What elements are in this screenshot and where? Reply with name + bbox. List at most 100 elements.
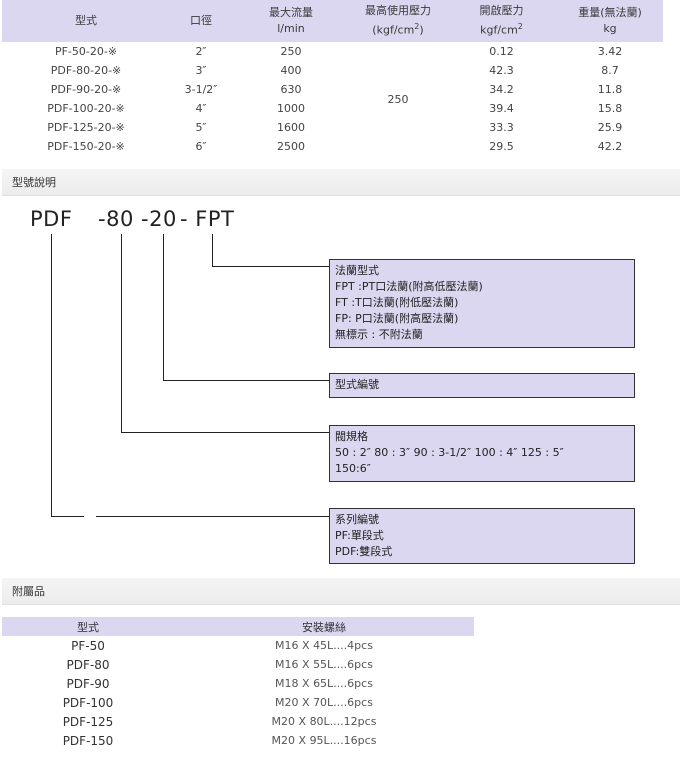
header-pressure: 最高使用壓力 (kgf/cm2) — [350, 0, 446, 42]
cell-port: 4″ — [195, 102, 207, 115]
connector-type-v — [163, 234, 164, 381]
series-title: 系列編號 — [335, 513, 379, 526]
header-open-line1: 開啟壓力 — [479, 4, 524, 18]
series-number-box: 系列編號 PF:單段式 PDF:雙段式 — [329, 508, 635, 564]
cell-model: PDF-100-20-※ — [47, 102, 125, 115]
cell-flow: 630 — [280, 83, 302, 96]
cell-flow: 400 — [280, 64, 302, 77]
acc-cell-bolts: M16 X 55L....6pcs — [275, 658, 373, 671]
spec-row: PDF-80-20-※ 3″ 400 42.3 8.7 — [2, 61, 663, 80]
flange-none: 無標示 : 不附法蘭 — [335, 328, 423, 341]
accessory-row: PDF-150 M20 X 95L....16pcs — [2, 731, 474, 750]
acc-header-bolts: 安裝螺絲 — [302, 620, 346, 634]
connector-type-h — [163, 380, 329, 381]
header-flow: 最大流量 l/min — [232, 0, 350, 42]
cell-model: PF-50-20-※ — [54, 45, 118, 58]
cell-weight: 3.42 — [597, 45, 623, 58]
code-type: -20 — [141, 207, 177, 231]
cell-port: 6″ — [195, 140, 207, 153]
type-number-box: 型式編號 — [329, 373, 635, 398]
header-open: 開啟壓力 kgf/cm2 — [446, 0, 557, 42]
acc-header-model: 型式 — [77, 620, 99, 634]
acc-cell-bolts: M16 X 45L....4pcs — [275, 639, 373, 652]
cell-pressure — [350, 118, 446, 137]
cell-weight: 11.8 — [597, 83, 623, 96]
flange-type-box: 法蘭型式 FPT :PT口法蘭(附高低壓法蘭) FT :T口法蘭(附低壓法蘭) … — [329, 259, 635, 348]
acc-cell-bolts: M18 X 65L....6pcs — [275, 677, 373, 690]
cell-model: PDF-125-20-※ — [47, 121, 125, 134]
cell-open: 34.2 — [489, 83, 514, 96]
max-pressure-cell: 250 — [387, 92, 409, 106]
cell-pressure — [350, 42, 446, 61]
spec-table-header: 型式 口徑 最大流量 l/min 最高使用壓力 (kgf/cm2) 開啟壓力 k… — [2, 0, 663, 42]
accessory-row: PDF-100 M20 X 70L....6pcs — [2, 693, 474, 712]
cell-port: 2″ — [195, 45, 207, 58]
header-open-line2: kgf/cm2 — [480, 22, 523, 37]
cell-model: PDF-80-20-※ — [50, 64, 122, 77]
series-pf: PF:單段式 — [335, 529, 384, 542]
acc-cell-bolts: M20 X 80L....12pcs — [271, 715, 377, 728]
spec-row: PDF-125-20-※ 5″ 1600 33.3 25.9 — [2, 118, 663, 137]
cell-weight: 15.8 — [597, 102, 623, 115]
code-series: PDF — [30, 207, 73, 231]
header-pressure-line2: (kgf/cm2) — [372, 22, 424, 37]
cell-flow: 1600 — [277, 121, 305, 134]
cell-flow: 1000 — [277, 102, 305, 115]
cell-weight: 25.9 — [597, 121, 623, 134]
model-section-bar: 型號說明 — [2, 169, 680, 196]
acc-cell-model: PDF-90 — [66, 676, 110, 691]
size-list-2: 150:6″ — [335, 462, 371, 475]
cell-weight: 8.7 — [601, 64, 619, 77]
cell-open: 39.4 — [489, 102, 514, 115]
flange-fp: FP: P口法蘭(附高壓法蘭) — [335, 312, 459, 325]
accessory-section-bar: 附屬品 — [2, 578, 680, 605]
cell-pressure — [350, 61, 446, 80]
cell-open: 0.12 — [489, 45, 514, 58]
spec-row: PDF-100-20-※ 4″ 1000 39.4 15.8 — [2, 99, 663, 118]
connector-series-h2 — [96, 516, 329, 517]
code-flange: - FPT — [180, 207, 235, 231]
size-title: 閥規格 — [335, 430, 368, 443]
acc-cell-model: PDF-150 — [62, 733, 114, 748]
size-list: 50 : 2″ 80 : 3″ 90 : 3-1/2″ 100 : 4″ 125… — [335, 446, 564, 459]
connector-flange-v — [212, 234, 213, 267]
acc-cell-model: PDF-125 — [62, 714, 114, 729]
accessory-row: PDF-125 M20 X 80L....12pcs — [2, 712, 474, 731]
acc-cell-bolts: M20 X 95L....16pcs — [271, 734, 377, 747]
cell-model: PDF-150-20-※ — [47, 140, 125, 153]
spec-row: PDF-90-20-※ 3-1/2″ 630 34.2 11.8 — [2, 80, 663, 99]
connector-series-v — [51, 234, 52, 517]
header-flow-line1: 最大流量 — [269, 6, 313, 19]
cell-model: PDF-90-20-※ — [50, 83, 122, 96]
flange-title: 法蘭型式 — [335, 264, 379, 277]
spec-table: 型式 口徑 最大流量 l/min 最高使用壓力 (kgf/cm2) 開啟壓力 k… — [2, 0, 663, 156]
header-weight-line2: kg — [603, 22, 617, 35]
flange-ft: FT :T口法蘭(附低壓法蘭) — [335, 296, 459, 309]
acc-cell-bolts: M20 X 70L....6pcs — [275, 696, 373, 709]
cell-port: 3″ — [195, 64, 207, 77]
series-pdf: PDF:雙段式 — [335, 545, 393, 558]
cell-open: 29.5 — [489, 140, 514, 153]
connector-size-h — [121, 432, 329, 433]
valve-size-box: 閥規格 50 : 2″ 80 : 3″ 90 : 3-1/2″ 100 : 4″… — [329, 425, 635, 482]
cell-port: 5″ — [195, 121, 207, 134]
header-weight: 重量(無法蘭) kg — [557, 0, 663, 42]
flange-fpt: FPT :PT口法蘭(附高低壓法蘭) — [335, 280, 483, 293]
code-size: -80 — [98, 207, 134, 231]
cell-port: 3-1/2″ — [184, 83, 218, 96]
acc-cell-model: PDF-100 — [62, 695, 114, 710]
cell-open: 42.3 — [489, 64, 514, 77]
cell-flow: 2500 — [277, 140, 305, 153]
connector-series-h1 — [51, 516, 84, 517]
header-flow-line2: l/min — [277, 22, 305, 35]
header-weight-line1: 重量(無法蘭) — [578, 6, 642, 19]
accessory-table-header: 型式 安裝螺絲 — [2, 617, 474, 636]
cell-open: 33.3 — [489, 121, 514, 134]
